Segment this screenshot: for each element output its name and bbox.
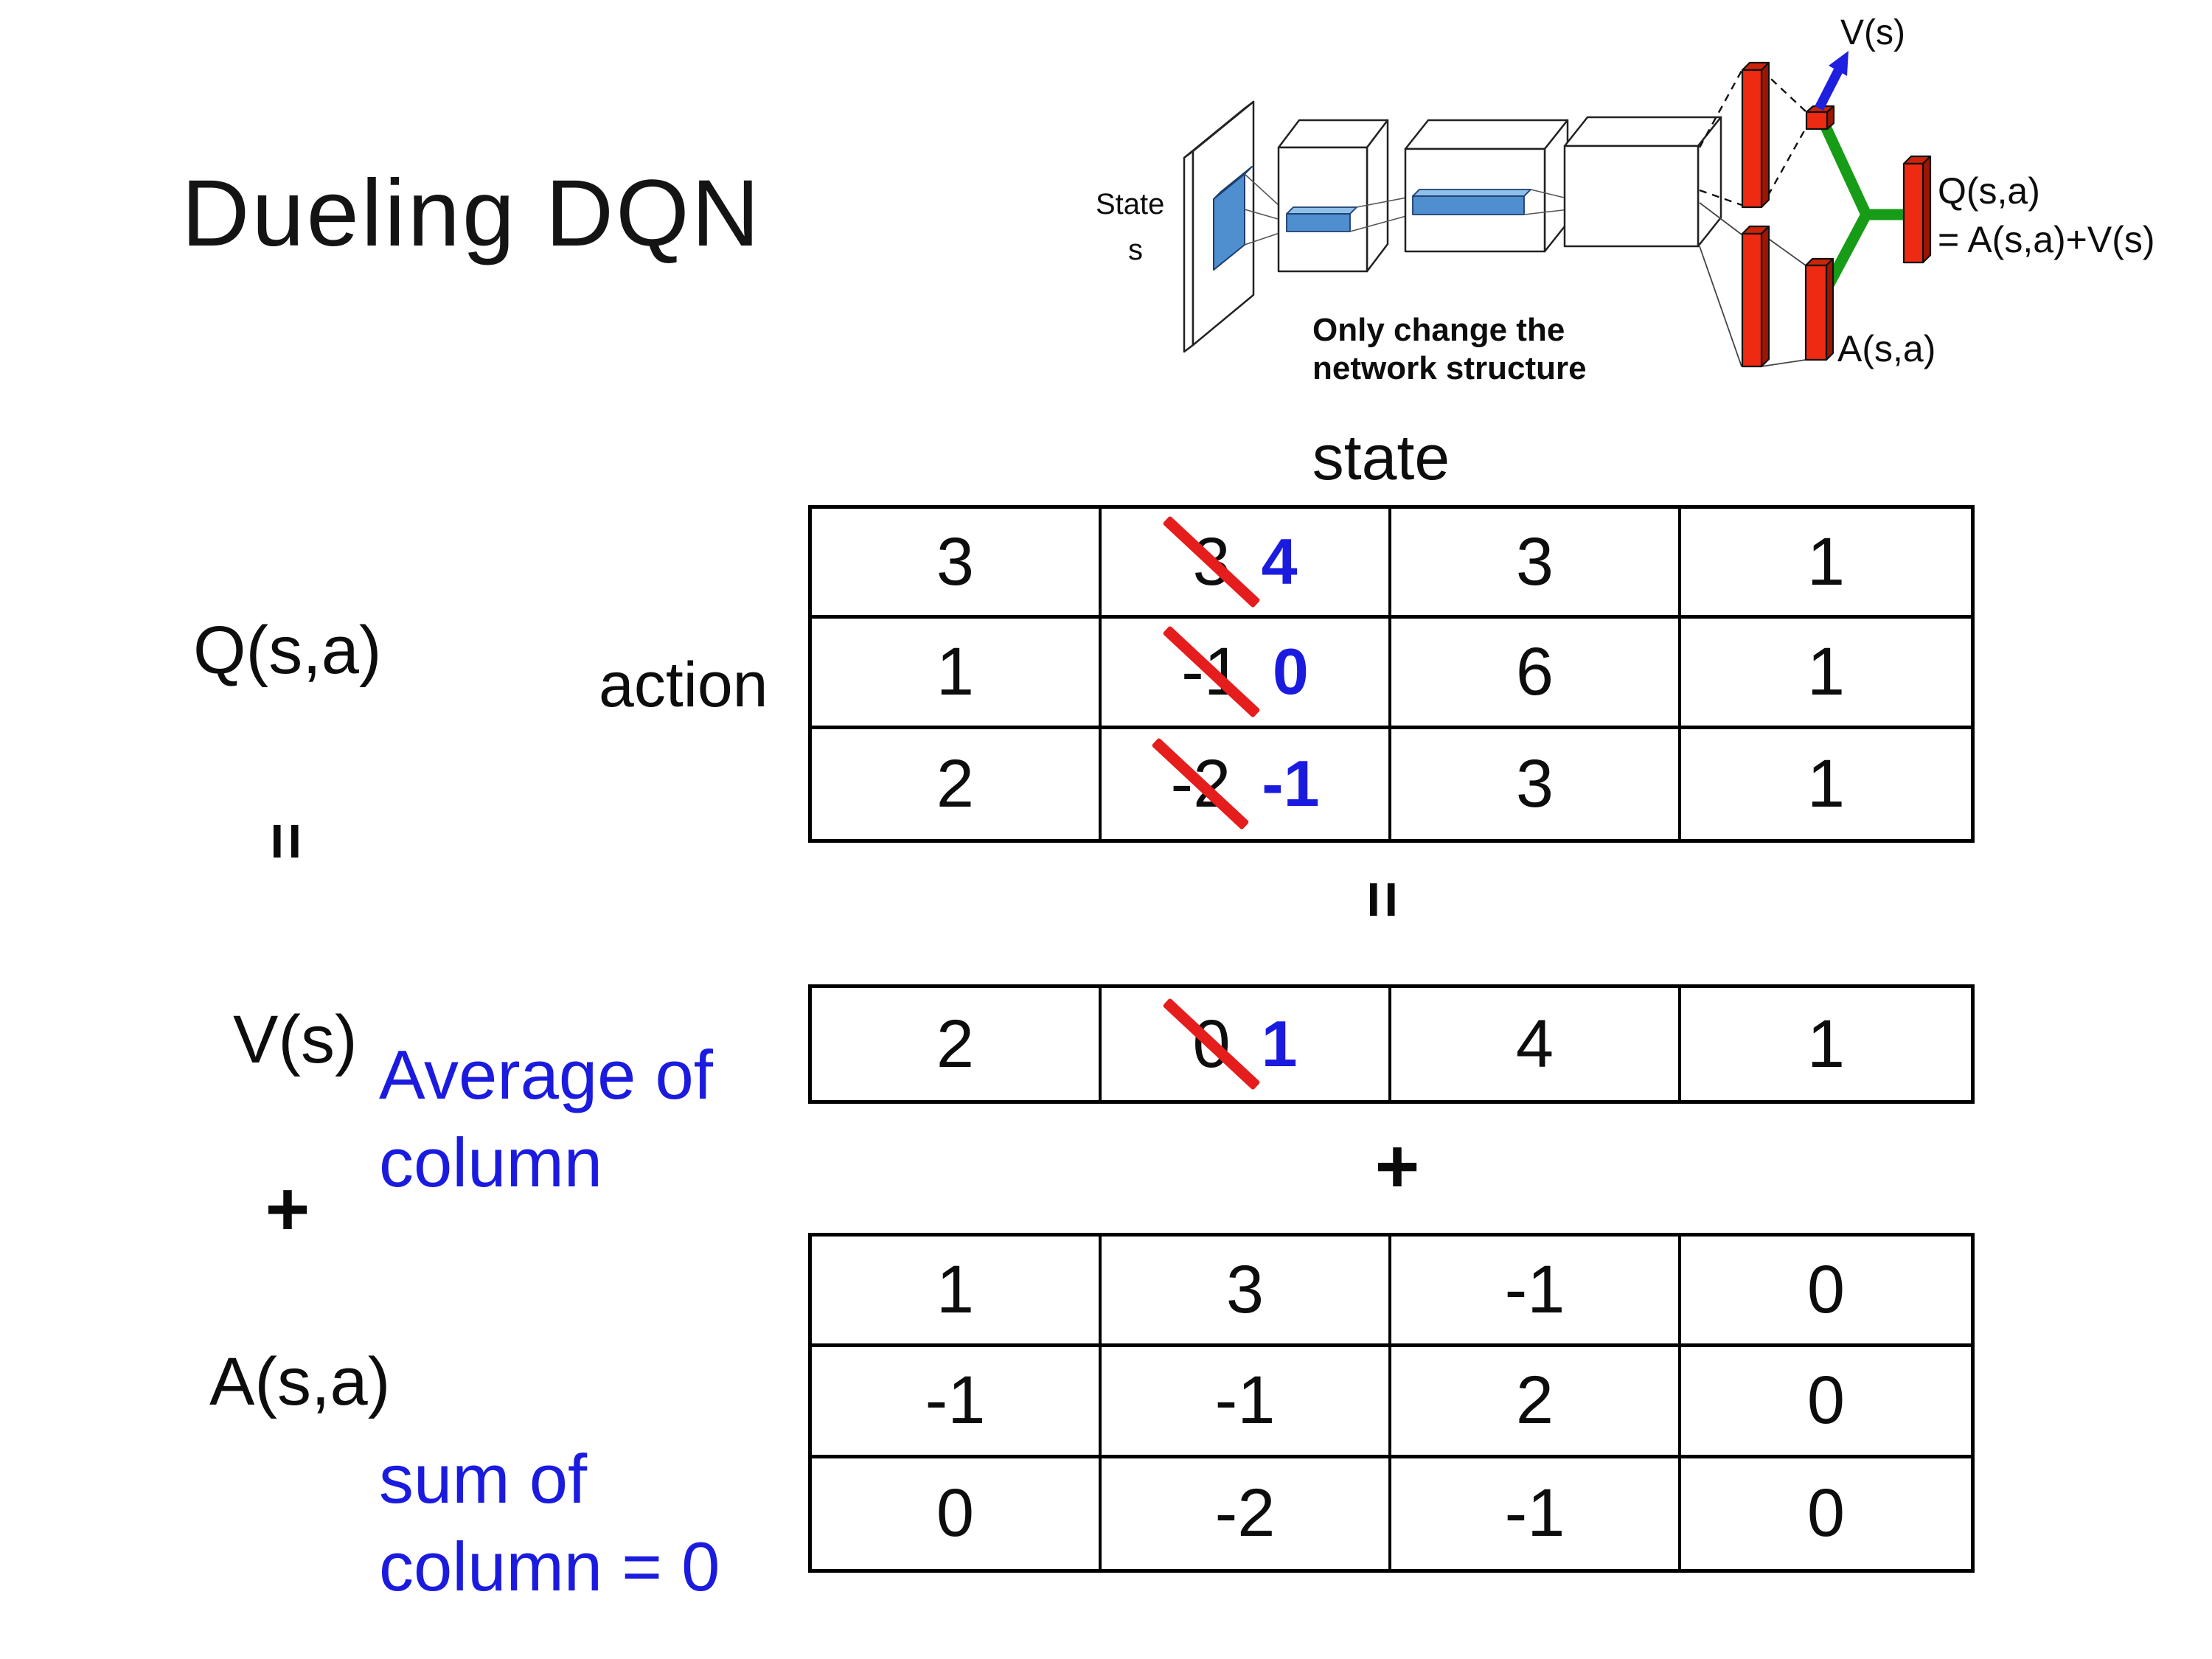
crossed-out-value: -1: [1162, 625, 1261, 719]
v-table-cell-r0c2: 4: [1391, 988, 1681, 1100]
cell-value: -1: [1214, 1363, 1276, 1439]
v-table-cell-r0c0: 2: [812, 988, 1102, 1100]
diagram-note-line2: network structure: [1312, 350, 1587, 386]
diagram-q-label-line1: Q(s,a): [1938, 170, 2040, 212]
cell-value: 0: [936, 1475, 975, 1551]
cell-value: 1: [1806, 524, 1846, 599]
cell-value: 2: [936, 1006, 975, 1082]
q-table-cell-r1c3: 1: [1681, 619, 1971, 729]
a-table-cell-r1c0: -1: [812, 1347, 1102, 1458]
a-table-cell-r1c2: 2: [1391, 1347, 1681, 1458]
advantage-matrix-label: A(s,a): [209, 1344, 391, 1419]
a-table-cell-r0c3: 0: [1681, 1237, 1971, 1348]
network-diagram: State s V(s) Q(s,a) = A(s,a)+V(s) A(s,a)…: [1096, 13, 2155, 386]
diagram-state-label: State: [1096, 188, 1164, 220]
diagram-state-s: s: [1128, 234, 1143, 266]
conv-box-1: [1277, 119, 1389, 273]
corrected-value: 4: [1261, 525, 1298, 599]
value-note: Average of column: [379, 1036, 713, 1202]
a-table-cell-r2c2: -1: [1391, 1458, 1681, 1569]
q-table-cell-r0c1: 34: [1102, 509, 1391, 619]
q-table-cell-r1c2: 6: [1391, 619, 1681, 729]
conv-feature-bar-2: [1412, 189, 1531, 215]
v-table: 20141: [808, 984, 1975, 1104]
a-table-cell-r2c3: 0: [1681, 1458, 1971, 1569]
slide-title: Dueling DQN: [181, 161, 762, 266]
cell-value: 2: [1515, 1363, 1554, 1439]
v-table-cell-r0c1: 01: [1102, 988, 1391, 1100]
q-table-cell-r2c3: 1: [1681, 729, 1971, 839]
a-table-cell-r0c1: 3: [1102, 1237, 1391, 1348]
q-table-cell-r0c2: 3: [1391, 509, 1681, 619]
cell-value: 1: [1806, 633, 1846, 709]
equals-sign-center: =: [1346, 880, 1420, 919]
q-table-cell-r0c0: 3: [812, 509, 1102, 619]
equals-sign-left: =: [250, 822, 324, 860]
q-table-cell-r1c1: -10: [1102, 619, 1391, 729]
corrected-value: 1: [1261, 1007, 1298, 1080]
cell-value: 3: [1515, 745, 1554, 821]
cell-value: 0: [1806, 1475, 1846, 1551]
conv-feature-bar-1: [1286, 206, 1357, 232]
diagram-note-line1: Only change the: [1312, 312, 1565, 348]
corrected-value: 0: [1272, 635, 1309, 709]
cell-value: 2: [936, 745, 975, 821]
a-table-cell-r2c0: 0: [812, 1458, 1102, 1569]
plus-sign-left: +: [265, 1166, 310, 1252]
cell-value: 6: [1515, 633, 1554, 709]
v-table-cell-r0c3: 1: [1681, 988, 1971, 1100]
cell-value: 0: [1806, 1363, 1846, 1439]
cell-value: 3: [1515, 524, 1554, 599]
action-axis-label: action: [599, 650, 768, 720]
value-node: [1805, 105, 1835, 131]
cell-value: 1: [1806, 1006, 1846, 1082]
cell-value: 4: [1515, 1006, 1554, 1082]
value-matrix-label: V(s): [233, 1002, 358, 1077]
green-aggregator: [1819, 124, 1904, 296]
corrected-value: -1: [1262, 747, 1320, 821]
q-table-cell-r1c0: 1: [812, 619, 1102, 729]
advantage-node: [1804, 257, 1834, 361]
a-table-cell-r0c2: -1: [1391, 1237, 1681, 1348]
crossed-out-value: 0: [1162, 998, 1261, 1091]
plus-sign-center: +: [1374, 1123, 1420, 1209]
crossed-out-value: -2: [1151, 737, 1250, 831]
cell-value: -1: [1504, 1252, 1565, 1328]
cell-value: 3: [936, 524, 975, 599]
advantage-note: sum of column = 0: [379, 1440, 720, 1606]
value-stream-bar: [1741, 61, 1770, 209]
q-table-cell-r0c3: 1: [1681, 509, 1971, 619]
a-table-cell-r1c1: -1: [1102, 1347, 1391, 1458]
a-table-cell-r1c3: 0: [1681, 1347, 1971, 1458]
a-table-cell-r2c1: -2: [1102, 1458, 1391, 1569]
state-axis-label: state: [1312, 422, 1450, 493]
conv-box-2: [1404, 119, 1569, 253]
cell-value: 3: [1225, 1252, 1265, 1328]
a-table-cell-r0c0: 1: [812, 1237, 1102, 1348]
diagram-v-label: V(s): [1840, 13, 1905, 52]
q-output-bar: [1902, 155, 1932, 264]
cell-value: 1: [936, 633, 975, 709]
cell-value: 1: [1806, 745, 1846, 821]
value-arrow: [1815, 51, 1848, 111]
q-table-cell-r2c2: 3: [1391, 728, 1681, 839]
cell-value: -2: [1214, 1475, 1276, 1551]
diagram-q-label-line2: = A(s,a)+V(s): [1938, 219, 2155, 260]
conv-box-3: [1563, 116, 1722, 248]
cell-value: -1: [1504, 1475, 1565, 1551]
q-table-cell-r2c1: -2-1: [1102, 728, 1391, 839]
cell-value: -1: [925, 1363, 986, 1439]
q-matrix-label: Q(s,a): [193, 613, 382, 688]
cell-value: 0: [1806, 1252, 1846, 1328]
advantage-stream-bar: [1741, 225, 1770, 368]
q-table-cell-r2c0: 2: [812, 728, 1102, 839]
a-table: 1 3 -1 0 -1 -1 2 0 0 -2 -1 0: [808, 1233, 1975, 1573]
diagram-a-label: A(s,a): [1837, 328, 1935, 369]
cell-value: 1: [936, 1252, 975, 1328]
crossed-out-value: 3: [1162, 515, 1261, 608]
conv-patch: [1213, 166, 1253, 271]
